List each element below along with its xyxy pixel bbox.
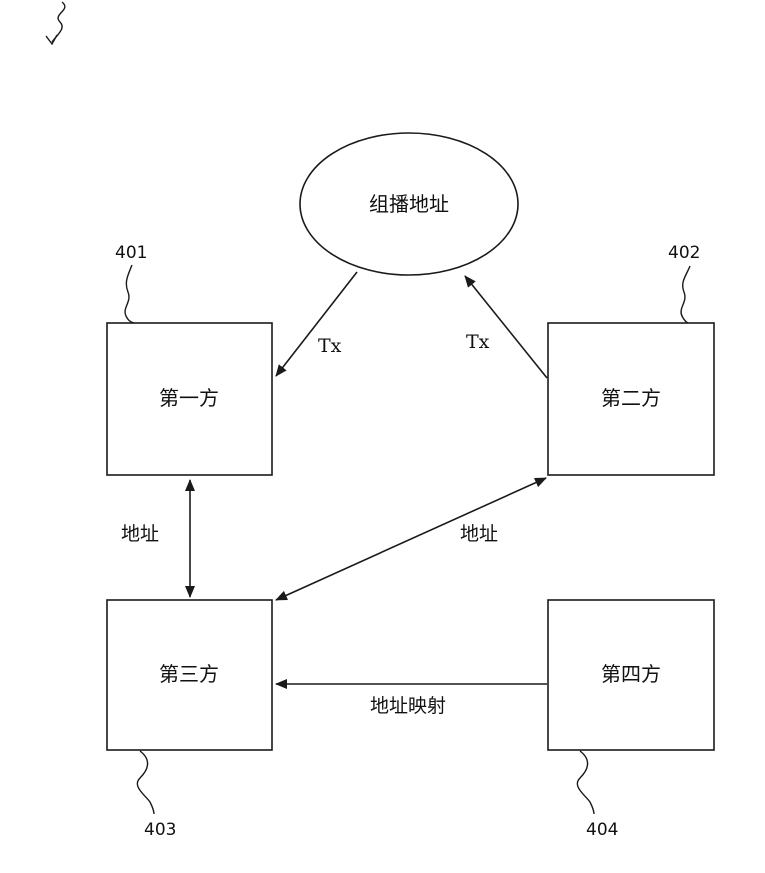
figure-reference-arrow	[52, 2, 65, 42]
fourth-party-ref-leader	[577, 751, 594, 814]
edge-fourth-to-third-label: 地址映射	[370, 695, 446, 717]
fourth-party-label: 第四方	[601, 662, 661, 686]
edge-second-to-multicast-label: Tx	[466, 331, 490, 353]
edge-second-third	[276, 478, 546, 600]
edge-multicast-to-first	[276, 272, 357, 376]
edge-first-third-label: 地址	[121, 523, 159, 545]
first-party-ref-leader	[125, 265, 134, 323]
third-party-ref: 403	[144, 820, 176, 840]
first-party-ref: 401	[115, 243, 147, 263]
edge-multicast-to-first-label: Tx	[318, 335, 342, 357]
second-party-label: 第二方	[601, 386, 661, 410]
second-party-ref-leader	[681, 266, 690, 323]
third-party-ref-leader	[137, 751, 154, 814]
figure-reference-arrowhead	[46, 35, 57, 44]
edge-second-third-label: 地址	[460, 523, 498, 545]
fourth-party-ref: 404	[586, 820, 618, 840]
second-party-ref: 402	[668, 243, 700, 263]
first-party-label: 第一方	[159, 386, 219, 410]
edge-second-to-multicast	[465, 276, 547, 378]
third-party-label: 第三方	[159, 662, 219, 686]
multicast-address-label: 组播地址	[369, 192, 449, 216]
